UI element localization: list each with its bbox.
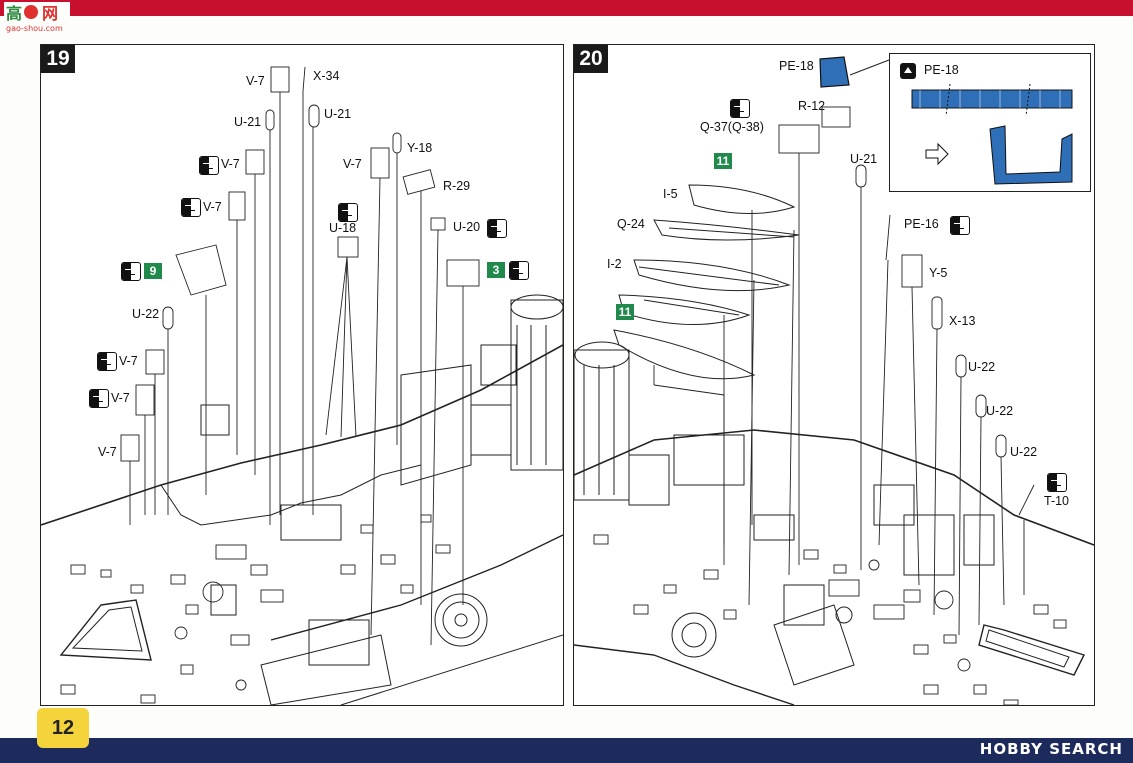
subassembly-badge: 11 [714,153,732,169]
part-label-u18: U-18 [329,221,357,235]
part-label-pe16: PE-16 [904,217,939,231]
cement-icon [1047,473,1067,492]
cement-icon [181,198,201,217]
pe-fold-diagram [911,83,1073,185]
photo-etch-icon [900,63,916,79]
part-label-y18: Y-18 [407,141,433,155]
part-label-x13: X-13 [949,314,976,328]
watermark: HOBBY SEARCH [979,740,1123,758]
cement-icon [509,261,529,280]
part-label-y5: Y-5 [929,266,948,280]
step-number: 19 [41,45,75,73]
cement-icon [730,99,750,118]
cement-icon [487,219,507,238]
part-label-v7: V-7 [98,445,117,459]
cement-icon [89,389,109,408]
part-label-u21: U-21 [234,115,262,129]
part-label-q24: Q-24 [617,217,645,231]
step-19-panel: 19 [40,44,564,706]
cement-icon [950,216,970,235]
part-label-u21: U-21 [850,152,878,166]
part-label-v7: V-7 [343,157,362,171]
subassembly-badge: 3 [487,262,505,278]
part-label-u22: U-22 [986,404,1014,418]
part-label-r29: R-29 [443,179,471,193]
part-label-pe18: PE-18 [779,59,814,73]
part-label-v7: V-7 [221,157,240,171]
cement-icon [97,352,117,371]
part-label-u22: U-22 [1010,445,1038,459]
cement-icon [121,262,141,281]
step-20-panel: 20 [573,44,1095,706]
step-number: 20 [574,45,608,73]
subassembly-badge: 11 [616,304,634,320]
step-19-drawing [41,66,563,705]
inset-part-label: PE-18 [924,63,959,77]
part-label-i2: I-2 [607,257,622,271]
site-logo: 高 网 gao-shou.com [4,2,70,33]
cement-icon [338,203,358,222]
detail-inset: PE-18 [889,53,1091,192]
part-label-u21: U-21 [324,107,352,121]
part-label-u22: U-22 [968,360,996,374]
part-label-v7: V-7 [111,391,130,405]
svg-text:网: 网 [42,4,58,23]
svg-text:gao-shou.com: gao-shou.com [6,24,63,33]
svg-text:高: 高 [6,4,22,23]
top-red-bar [0,0,1133,16]
cement-icon [199,156,219,175]
part-label-x34: X-34 [313,69,340,83]
page-number: 12 [37,708,89,748]
step-20-drawing [574,56,1094,705]
part-label-r12: R-12 [798,99,826,113]
bottom-navy-bar [0,738,1133,763]
part-label-i5: I-5 [663,187,678,201]
part-label-u22: U-22 [132,307,160,321]
part-label-v7: V-7 [203,200,222,214]
part-label-v7: V-7 [246,74,265,88]
part-label-q37: Q-37(Q-38) [700,120,764,134]
part-label-t10: T-10 [1044,494,1070,508]
part-label-u20: U-20 [453,220,481,234]
subassembly-badge: 9 [144,263,162,279]
part-label-v7: V-7 [119,354,138,368]
